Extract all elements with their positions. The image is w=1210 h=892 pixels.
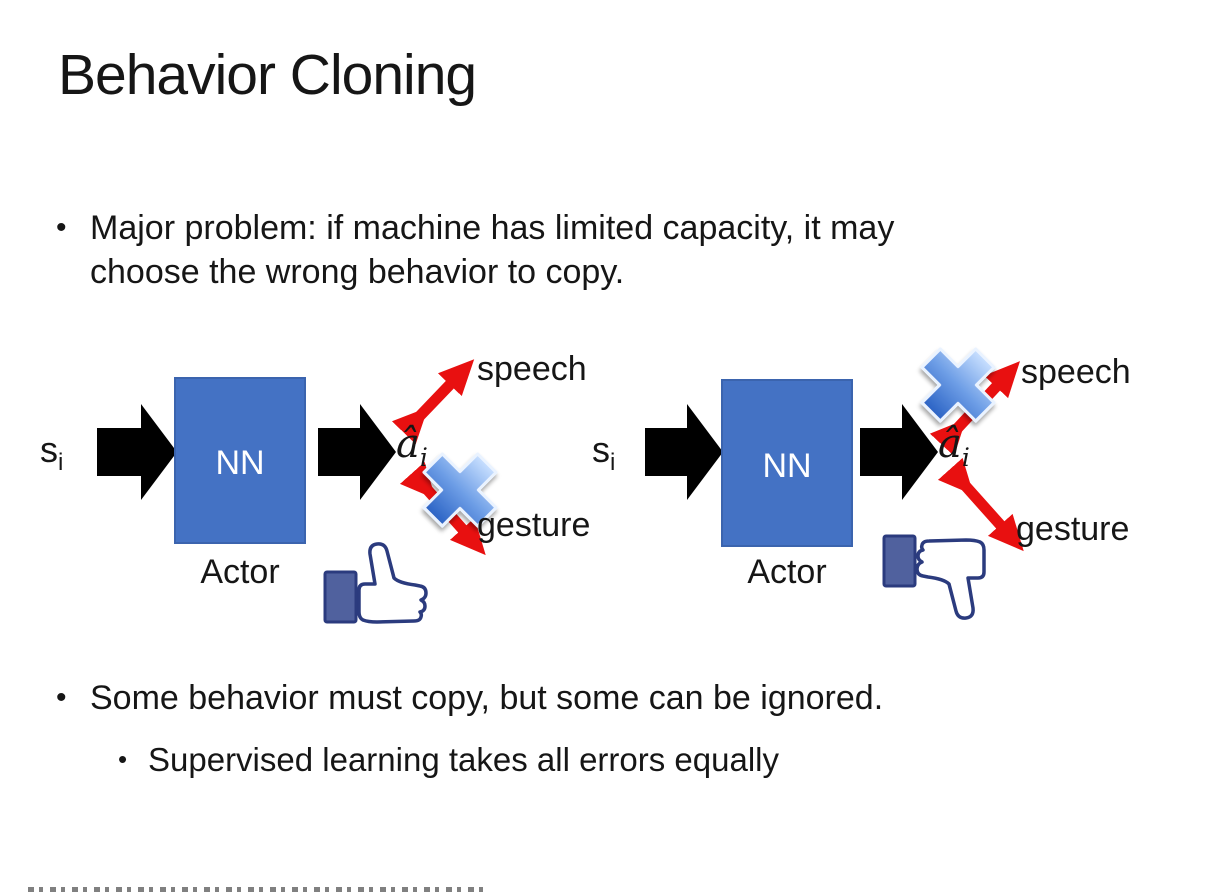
input-arrow-left [97,404,177,500]
nn-box-right [721,379,853,547]
page-title: Behavior Cloning [58,43,477,107]
input-arrow-right [645,404,723,500]
thumbs-up-icon [323,542,428,624]
speech-branch-arrow-left [391,359,475,445]
state-label-right: si [592,429,616,477]
bullet-dot: • [56,211,67,244]
bullet-dot: • [56,681,67,714]
nn-box-label-right: NN [762,447,812,485]
bullet-dot: • [118,744,128,774]
bullet-major-problem: • Major problem: if machine has limited … [56,206,986,294]
gesture-label-right: gesture [1016,510,1130,548]
gesture-branch-arrow-right [937,457,1024,552]
state-label-left: si [40,429,64,477]
bullet-some-behavior: • Some behavior must copy, but some can … [56,676,1156,720]
bullet-text: Supervised learning takes all errors equ… [148,741,779,778]
behavior-cloning-diagram [97,347,1024,624]
output-arrow-right [860,404,938,500]
nn-box-left [174,377,306,544]
actor-label-left: Actor [200,553,280,591]
nn-box-label-left: NN [215,444,265,482]
thumbs-down-icon [882,534,986,620]
cross-out-speech-icon [920,347,996,423]
sub-bullet-supervised-learning: • Supervised learning takes all errors e… [118,738,1118,781]
bullet-text: Major problem: if machine has limited ca… [90,209,895,291]
speech-label-left: speech [477,350,587,388]
action-label-right: âi [938,421,970,472]
output-arrow-left [318,404,396,500]
action-label-left: âi [396,421,428,472]
cropped-next-line-strip [28,887,490,892]
speech-label-right: speech [1021,353,1131,391]
actor-label-right: Actor [747,553,827,591]
gesture-label-left: gesture [477,506,591,544]
bullet-text: Some behavior must copy, but some can be… [90,679,884,717]
cross-out-gesture-icon [422,452,498,528]
